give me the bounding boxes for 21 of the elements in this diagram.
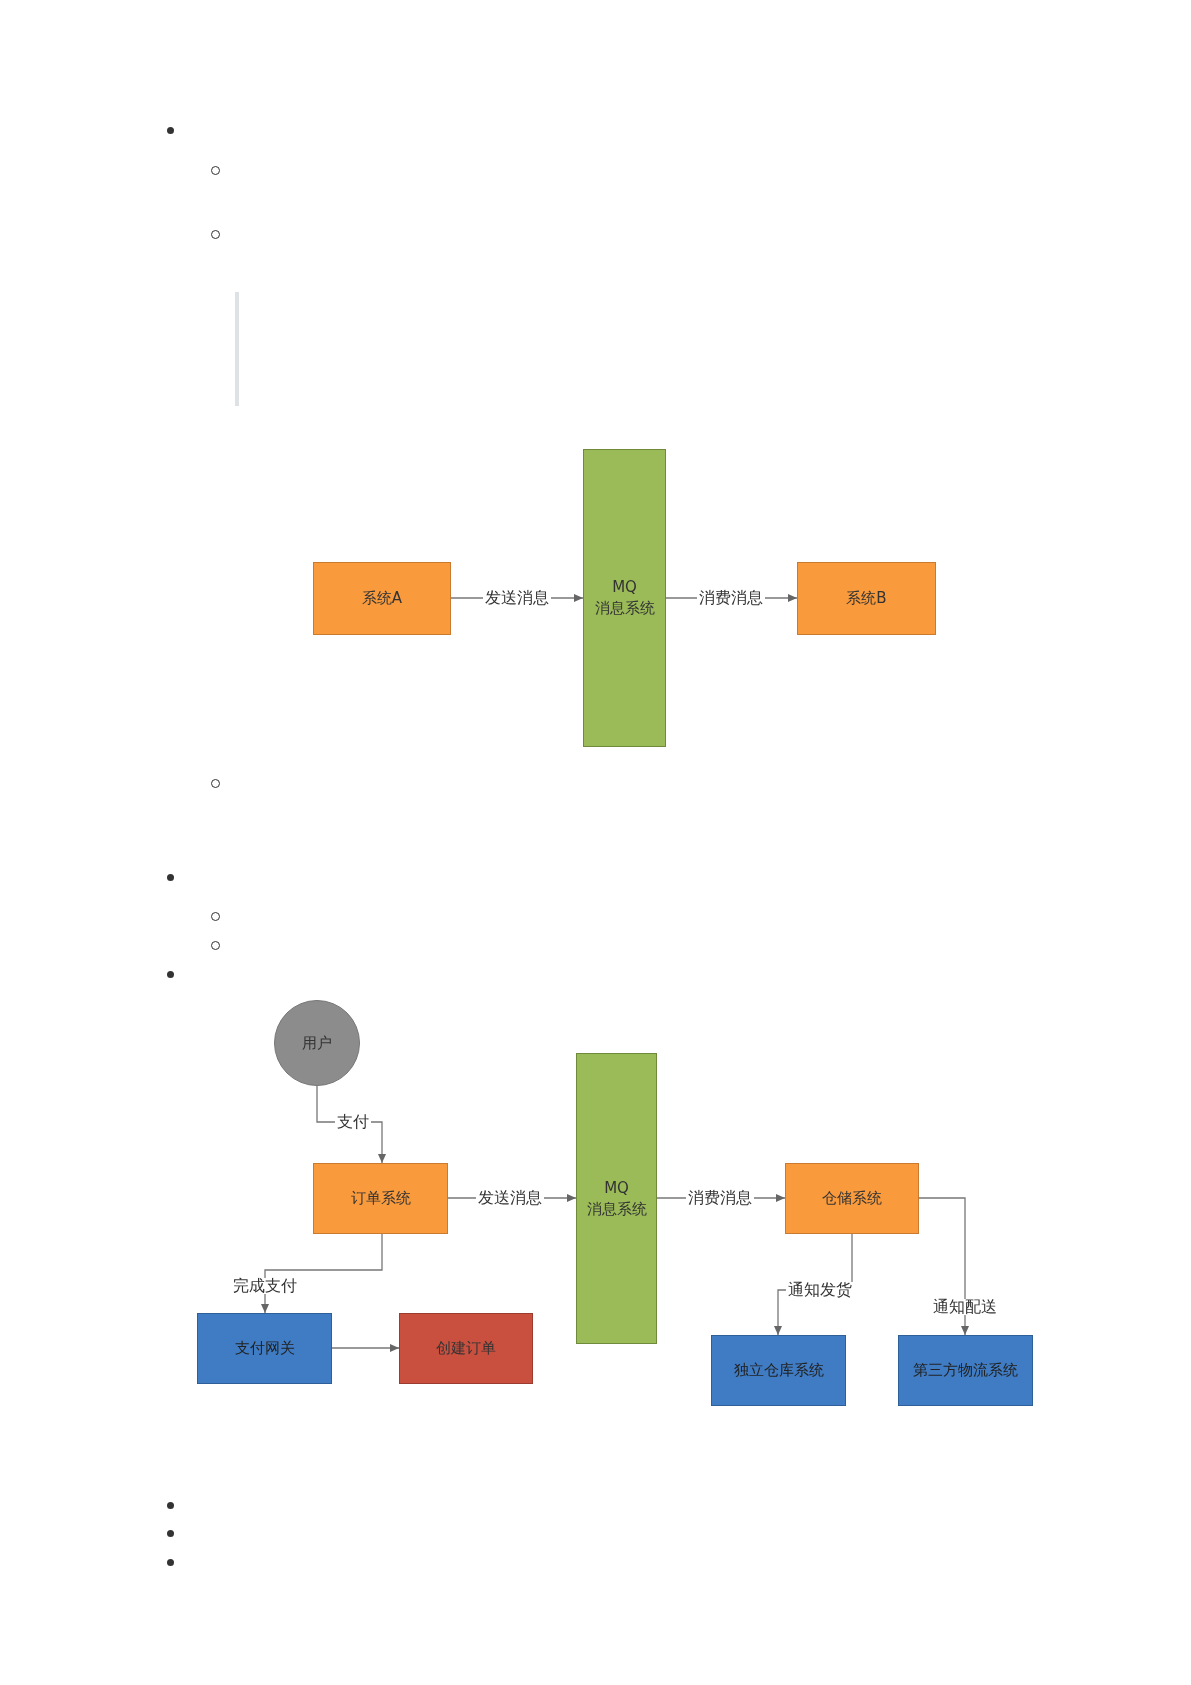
- edge-label: 消费消息: [686, 1190, 754, 1206]
- service-box: 第三方物流系统: [898, 1335, 1033, 1406]
- edge-label: 支付: [335, 1114, 371, 1130]
- arrow: [331, 1344, 400, 1352]
- system-box: 系统A: [313, 562, 451, 635]
- edge-label: 发送消息: [476, 1190, 544, 1206]
- message-queue-bar: MQ 消息系统: [576, 1053, 657, 1344]
- service-box: 独立仓库系统: [711, 1335, 846, 1406]
- system-box: 系统B: [797, 562, 936, 635]
- service-box: 支付网关: [197, 1313, 332, 1384]
- edge-label: 消费消息: [697, 590, 765, 606]
- message-queue-bar: MQ 消息系统: [583, 449, 666, 747]
- edge-label: 通知配送: [931, 1299, 999, 1315]
- arrow: [261, 1233, 383, 1314]
- edge-label: 完成支付: [231, 1278, 299, 1294]
- system-box: 订单系统: [313, 1163, 448, 1234]
- edge-label: 发送消息: [483, 590, 551, 606]
- arrow: [918, 1197, 969, 1336]
- system-box: 仓储系统: [785, 1163, 919, 1234]
- edge-label: 通知发货: [786, 1282, 854, 1298]
- action-box: 创建订单: [399, 1313, 533, 1384]
